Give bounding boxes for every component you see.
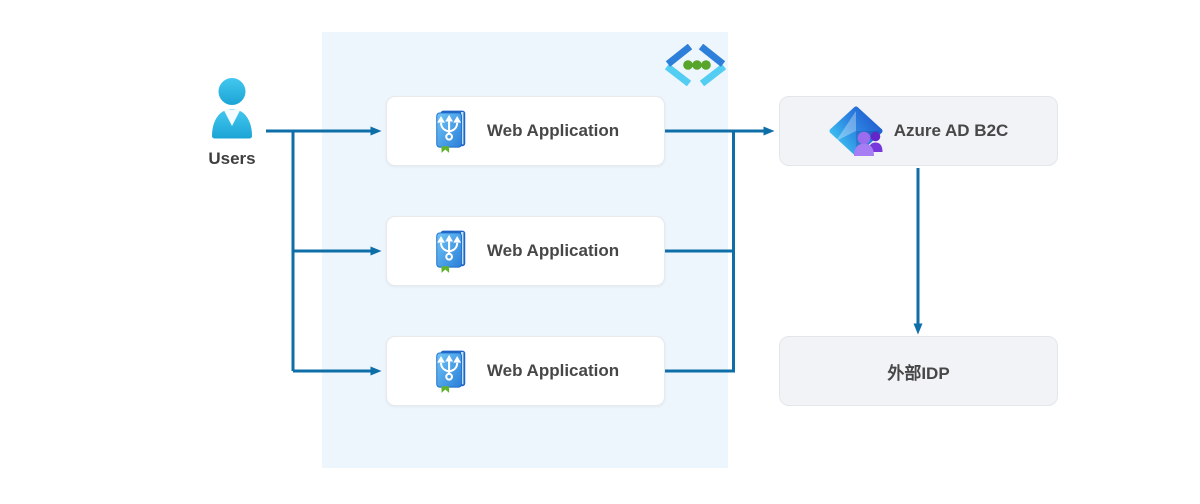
web-application-label: Web Application bbox=[486, 241, 620, 260]
api-code-icon bbox=[664, 43, 727, 87]
azure-ad-b2c-label: Azure AD B2C bbox=[893, 121, 1009, 140]
azure-ad-b2c-icon bbox=[829, 106, 883, 156]
web-application-node: Web Application bbox=[386, 96, 665, 166]
web-application-node: Web Application bbox=[386, 336, 665, 406]
user-icon bbox=[212, 78, 252, 139]
azure-ad-b2c-node: Azure AD B2C bbox=[779, 96, 1058, 166]
web-application-node: Web Application bbox=[386, 216, 665, 286]
external-idp-node: 外部IDP bbox=[779, 336, 1058, 406]
users-label: Users bbox=[208, 149, 256, 168]
external-idp-label: 外部IDP bbox=[887, 363, 950, 383]
web-application-label: Web Application bbox=[486, 361, 620, 380]
web-application-label: Web Application bbox=[486, 121, 620, 140]
app-registration-icon bbox=[436, 230, 466, 273]
app-registration-icon bbox=[436, 110, 466, 153]
app-registration-icon bbox=[436, 350, 466, 393]
users-node: Users bbox=[202, 76, 262, 169]
